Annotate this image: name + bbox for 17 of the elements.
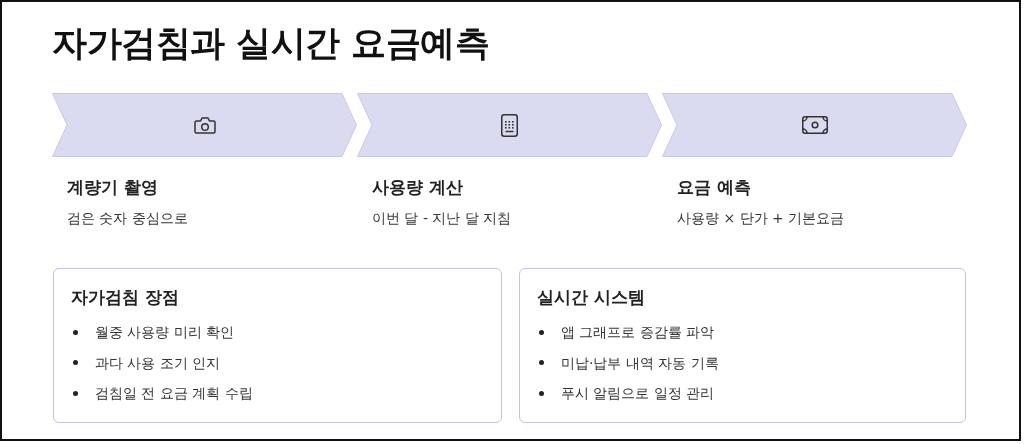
list-item: 미납·납부 내역 자동 기록: [561, 353, 719, 373]
step-title: 요금 예측: [677, 176, 751, 198]
list-item: 검침일 전 요금 계획 수립: [95, 384, 253, 403]
page-title: 자가검침과 실시간 요금예측: [52, 22, 490, 65]
step-title: 사용량 계산: [372, 176, 463, 198]
card-title: 자가검침 장점: [71, 286, 179, 308]
step-description: 이번 달 - 지난 달 지침: [372, 209, 512, 228]
info-card: [53, 268, 502, 423]
step-description: 사용량 × 단가 + 기본요금: [677, 209, 845, 228]
step-description: 검은 숫자 중심으로: [67, 209, 188, 228]
card-title: 실시간 시스템: [537, 286, 645, 308]
list-item: 월중 사용량 미리 확인: [95, 323, 235, 342]
list-item: 과다 사용 조기 인지: [95, 353, 221, 373]
list-item: 푸시 알림으로 일정 관리: [561, 384, 715, 403]
step-title: 계량기 촬영: [67, 176, 158, 198]
info-card: [519, 268, 966, 423]
list-item: 앱 그래프로 증감률 파악: [561, 323, 715, 342]
